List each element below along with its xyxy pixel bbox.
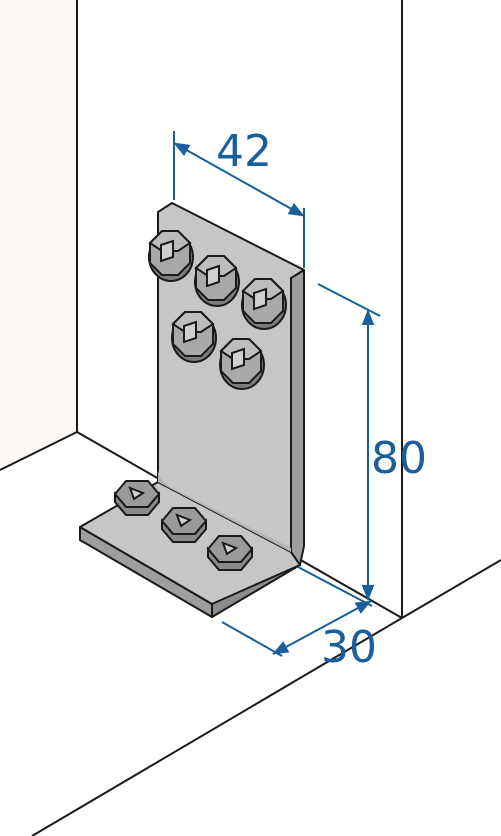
bolt-icon: [148, 230, 194, 282]
height-extension-top: [317, 283, 381, 317]
vertical-plate-edge: [290, 269, 305, 566]
bolt-icon: [171, 311, 217, 363]
depth-dimension-line: [272, 600, 372, 655]
depth-extension-back: [297, 566, 373, 607]
bolt-icon: [207, 535, 253, 571]
width-dimension-line: [173, 142, 305, 217]
depth-dimension-label: 30: [321, 622, 377, 673]
depth-extension-front: [221, 621, 283, 657]
bend-shading: [158, 470, 291, 552]
bolt-icon: [241, 278, 287, 330]
right-floor-edge: [401, 559, 501, 619]
bolt-icon: [114, 480, 160, 516]
bolt-icon: [194, 255, 240, 307]
left-wall: [0, 0, 77, 470]
bolt-icon: [161, 507, 207, 543]
floor-left-edge: [0, 431, 78, 471]
bolt-icon: [219, 338, 265, 390]
dimension-lines: [173, 131, 381, 657]
width-dimension-label: 42: [216, 126, 272, 177]
height-dimension-label: 80: [371, 433, 427, 484]
